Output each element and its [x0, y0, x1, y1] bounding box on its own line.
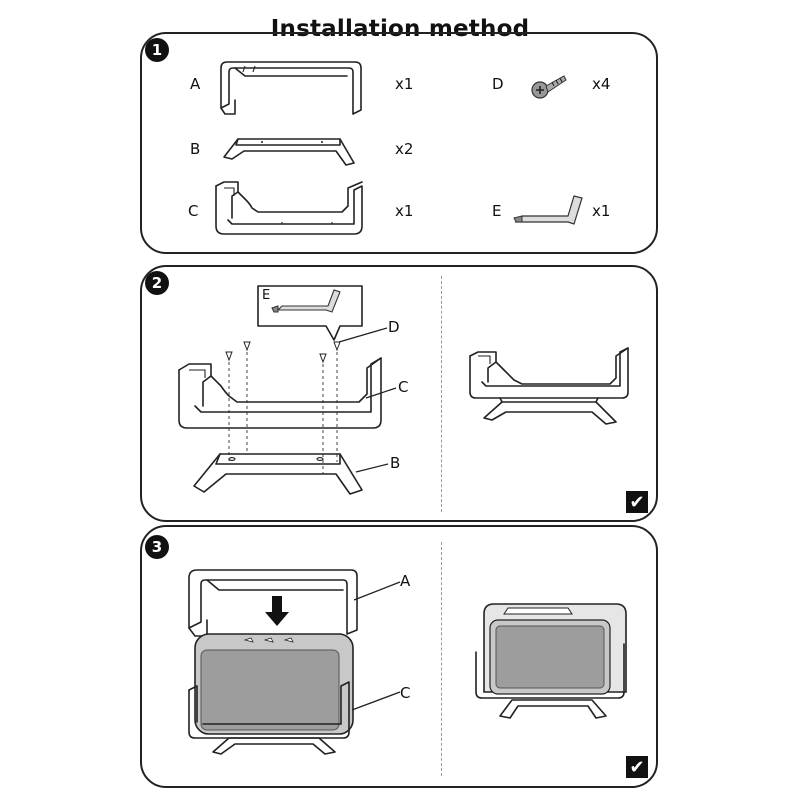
holder-c-icon — [215, 181, 363, 235]
down-arrow-icon — [265, 596, 289, 626]
part-d-qty: x4 — [592, 75, 611, 93]
c-leader-line — [365, 387, 397, 399]
step-1-panel — [140, 32, 658, 254]
step-2-assembled — [469, 347, 629, 425]
step-3-a-label: A — [400, 572, 411, 590]
diagram-title: Installation method — [0, 16, 800, 42]
step-2-d-label: D — [388, 318, 400, 336]
step-2-c-label: C — [398, 378, 409, 396]
title-text: Installation method — [264, 16, 536, 42]
part-c-qty: x1 — [395, 202, 414, 220]
a-leader-line — [353, 581, 401, 601]
part-e-qty: x1 — [592, 202, 611, 220]
c3-leader-line — [351, 691, 401, 711]
part-e-label: E — [492, 202, 502, 220]
screws-exploded — [225, 341, 341, 474]
step-2-panel — [140, 265, 658, 522]
part-a-label: A — [190, 75, 201, 93]
step-3-checkmark-icon: ✔ — [626, 756, 648, 778]
step-2-stand-b — [193, 453, 363, 495]
step-2-badge: 2 — [145, 271, 169, 295]
part-d-label: D — [492, 75, 504, 93]
hex-key-callout — [257, 285, 363, 341]
d-leader-line — [338, 327, 388, 343]
step-3-divider — [441, 542, 442, 776]
part-b-qty: x2 — [395, 140, 414, 158]
step-3-c-label: C — [400, 684, 411, 702]
step-3-badge: 3 — [145, 535, 169, 559]
step-3-assembled — [475, 603, 627, 719]
speaker-icon — [188, 633, 354, 755]
part-a-qty: x1 — [395, 75, 414, 93]
part-c-label: C — [188, 202, 199, 220]
bracket-a-icon — [220, 61, 362, 115]
screw-d-icon — [531, 75, 567, 99]
step-2-b-label: B — [390, 454, 401, 472]
b-leader-line — [355, 463, 389, 473]
step-3-panel — [140, 525, 658, 788]
step-2-divider — [441, 276, 442, 512]
hex-key-e-icon — [513, 195, 583, 225]
step-2-holder-c — [178, 357, 382, 429]
part-b-label: B — [190, 140, 201, 158]
step-2-checkmark-icon: ✔ — [626, 491, 648, 513]
step-1-badge: 1 — [145, 38, 169, 62]
stand-b-icon — [223, 138, 355, 166]
callout-e-label: E — [262, 288, 271, 303]
